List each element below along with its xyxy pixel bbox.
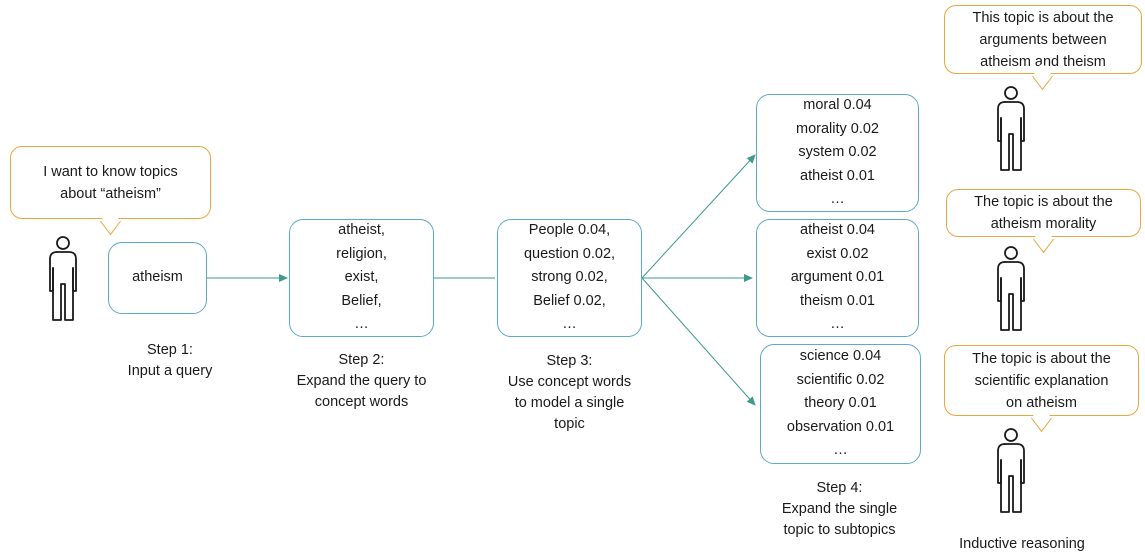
subtopic-box-3: science 0.04 scientific 0.02 theory 0.01… [760, 344, 921, 464]
box-line: observation 0.01 [786, 418, 895, 435]
box-line: atheist 0.01 [800, 167, 875, 184]
bubble-line: The topic is about the [972, 350, 1111, 367]
box-line: exist 0.02 [806, 245, 869, 262]
interpretation-bubble-1: This topic is about the arguments betwee… [944, 5, 1142, 91]
box-line: atheist, [338, 222, 385, 239]
person-icon [992, 246, 1030, 332]
step-1-caption: Step 1: Input a query [108, 340, 232, 382]
caption-line: Inductive reasoning [959, 536, 1085, 552]
query-speech-bubble: I want to know topics about “atheism” [10, 146, 211, 236]
box-line: system 0.02 [798, 144, 877, 161]
inductive-reasoning-label: Inductive reasoning [947, 534, 1097, 555]
box-line: Belief 0.02, [533, 292, 606, 309]
box-line: moral 0.04 [803, 97, 872, 114]
box-line: theism 0.01 [800, 292, 875, 309]
caption-line: concept words [314, 394, 409, 410]
concept-words-box: atheist, religion, exist, Belief, … [289, 219, 434, 337]
bubble-line: I want to know topics [43, 163, 178, 180]
bubble-line: This topic is about the [972, 9, 1114, 26]
box-line: … [562, 316, 577, 333]
step-3-caption: Step 3: Use concept words to model a sin… [491, 351, 648, 435]
bubble-line: atheism morality [990, 216, 1097, 232]
arrow-step3-to-subtopic-1 [641, 154, 756, 279]
box-line: argument 0.01 [790, 269, 885, 286]
bubble-line: arguments between [979, 31, 1107, 48]
interpretation-bubble-3: The topic is about the scientific explan… [944, 345, 1139, 433]
box-line: religion, [336, 245, 387, 262]
person-icon [44, 236, 82, 322]
caption-line: Expand the query to [296, 373, 427, 389]
box-line: atheist 0.04 [800, 222, 875, 239]
box-line: theory 0.01 [804, 395, 877, 412]
caption-line: to model a single [514, 395, 625, 411]
caption-line: Step 1: [147, 342, 193, 358]
arrow-step3-to-subtopic-3 [641, 277, 756, 406]
caption-line: Use concept words [507, 374, 632, 390]
bubble-line: atheism and theism [980, 53, 1106, 70]
box-line: exist, [344, 269, 379, 286]
box-line: strong 0.02, [531, 269, 608, 286]
subtopic-box-1: moral 0.04 morality 0.02 system 0.02 ath… [756, 94, 919, 212]
single-topic-box: People 0.04, question 0.02, strong 0.02,… [497, 219, 642, 337]
interpretation-bubble-2: The topic is about the atheism morality [946, 189, 1141, 254]
box-line: question 0.02, [523, 245, 616, 262]
caption-line: Step 4: [816, 480, 863, 496]
bubble-line: The topic is about the [974, 194, 1113, 210]
caption-line: Expand the single [781, 501, 898, 517]
query-box: atheism [108, 242, 207, 314]
bubble-line: scientific explanation [974, 372, 1109, 389]
box-line: … [833, 442, 848, 459]
box-line: scientific 0.02 [796, 371, 885, 388]
subtopic-box-2: atheist 0.04 exist 0.02 argument 0.01 th… [756, 219, 919, 337]
step-4-caption: Step 4: Expand the single topic to subto… [757, 478, 922, 541]
caption-line: topic to subtopics [783, 522, 896, 538]
box-line: science 0.04 [799, 348, 882, 365]
box-line: … [830, 191, 845, 208]
caption-line: Step 2: [338, 352, 385, 368]
caption-line: topic [554, 416, 585, 432]
bubble-line: on atheism [1006, 394, 1077, 411]
person-icon [992, 86, 1030, 172]
person-icon [992, 428, 1030, 514]
caption-line: Step 3: [546, 353, 593, 369]
step-2-caption: Step 2: Expand the query to concept word… [281, 350, 442, 413]
query-text: atheism [132, 269, 183, 286]
box-line: … [354, 316, 369, 333]
caption-line: Input a query [127, 363, 213, 379]
box-line: … [830, 316, 845, 333]
box-line: morality 0.02 [795, 120, 879, 137]
bubble-line: about “atheism” [60, 185, 161, 202]
box-line: Belief, [341, 292, 382, 309]
box-line: People 0.04, [528, 222, 611, 239]
